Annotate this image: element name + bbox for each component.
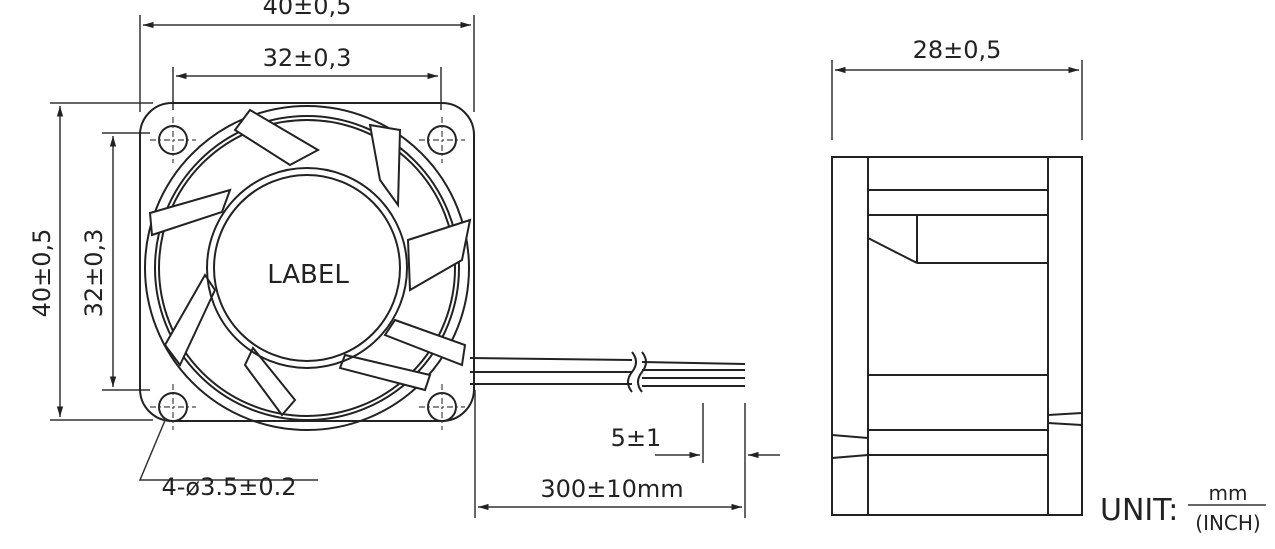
lead-length-text: 300±10mm [540, 475, 683, 503]
depth-dimension: 28±0,5 [831, 36, 1083, 140]
hole-pitch-vertical-dimension: 32±0,3 [80, 132, 150, 391]
height-dimension: 40±0,5 [28, 102, 153, 421]
height-dim-text: 40±0,5 [28, 229, 56, 318]
hole-pitch-vertical-text: 32±0,3 [80, 229, 108, 318]
depth-dim-text: 28±0,5 [913, 36, 1002, 64]
unit-note: UNIT: mm (INCH) [1100, 481, 1266, 535]
fan-front-view: LABEL [139, 102, 475, 431]
lead-length-dimension: 300±10mm [474, 390, 742, 518]
mounting-hole-icon [150, 384, 196, 430]
unit-label: UNIT: [1100, 493, 1178, 528]
unit-denominator: (INCH) [1195, 511, 1260, 535]
width-dimension: 40±0,5 [139, 0, 475, 112]
width-dim-text: 40±0,5 [263, 0, 352, 20]
unit-numerator: mm [1209, 481, 1248, 505]
mounting-hole-icon [419, 117, 465, 163]
mounting-hole-icon [150, 117, 196, 163]
mounting-hole-text: 4-ø3.5±0.2 [161, 473, 296, 501]
hole-pitch-text: 32±0,3 [263, 44, 352, 72]
hub-label: LABEL [267, 260, 349, 290]
hole-pitch-dimension: 32±0,3 [172, 44, 442, 110]
mounting-holes [150, 117, 465, 430]
strip-length-text: 5±1 [611, 424, 662, 452]
mounting-hole-callout: 4-ø3.5±0.2 [138, 417, 318, 501]
fan-blades [148, 108, 472, 417]
lead-wires [469, 351, 746, 393]
mounting-hole-icon [419, 384, 465, 430]
fan-side-view [831, 156, 1083, 516]
strip-length-dimension: 5±1 [611, 403, 780, 518]
